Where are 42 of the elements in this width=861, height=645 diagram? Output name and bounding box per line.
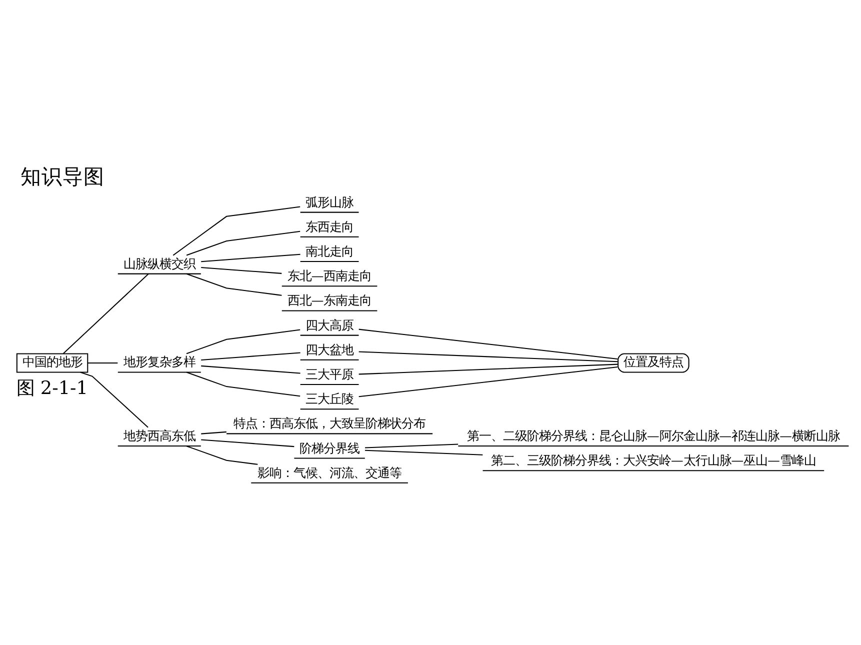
- connector: [201, 266, 282, 274]
- node-text: 地形复杂多样: [123, 354, 196, 369]
- node-text: 东北—西南走向: [287, 268, 372, 283]
- node-text: 地势西高东低: [123, 428, 196, 442]
- node-text: 山脉纵横交织: [123, 256, 196, 270]
- node-text: 特点：西高东低，大致呈阶梯状分布: [234, 416, 426, 430]
- connector: [201, 364, 300, 374]
- diagram-title: 知识导图: [20, 164, 105, 188]
- connector: [186, 445, 258, 464]
- connector: [186, 230, 300, 256]
- node-text: 四大高原: [306, 318, 354, 332]
- connector: [358, 366, 618, 397]
- node-text: 东西走向: [306, 219, 354, 234]
- caption: 图 2-1-1: [16, 378, 88, 399]
- node-text: 阶梯分界线: [300, 440, 360, 455]
- node-text: 三大平原: [306, 366, 354, 381]
- node-text: 三大丘陵: [306, 392, 354, 406]
- connector: [358, 363, 618, 374]
- node-text: 影响：气候、河流、交通等: [258, 465, 402, 480]
- connector: [358, 350, 618, 362]
- connector: [186, 371, 300, 396]
- connector: [172, 206, 300, 256]
- node-text: 第一、二级阶梯分界线：昆仑山脉—阿尔金山脉—祁连山脉—横断山脉: [467, 428, 840, 442]
- node-box: 位置及特点: [618, 352, 690, 372]
- node-text: 弧形山脉: [306, 194, 354, 209]
- node-box: 中国的地形: [16, 352, 88, 372]
- connector: [63, 272, 149, 354]
- connector: [358, 328, 618, 359]
- node-text: 南北走向: [306, 244, 354, 258]
- node-text: 第二、三级阶梯分界线：大兴安岭—太行山脉—巫山—雪峰山: [491, 453, 816, 468]
- connector: [201, 430, 226, 434]
- connector: [186, 272, 282, 296]
- connector: [201, 438, 294, 447]
- node-text: 四大盆地: [306, 342, 354, 356]
- connector: [364, 449, 483, 455]
- connector: [88, 362, 118, 363]
- connector: [201, 352, 300, 360]
- node-text: 西北—东南走向: [287, 293, 372, 308]
- connector: [186, 328, 300, 354]
- connector: [364, 443, 458, 448]
- connector: [80, 371, 148, 428]
- connector: [201, 253, 300, 262]
